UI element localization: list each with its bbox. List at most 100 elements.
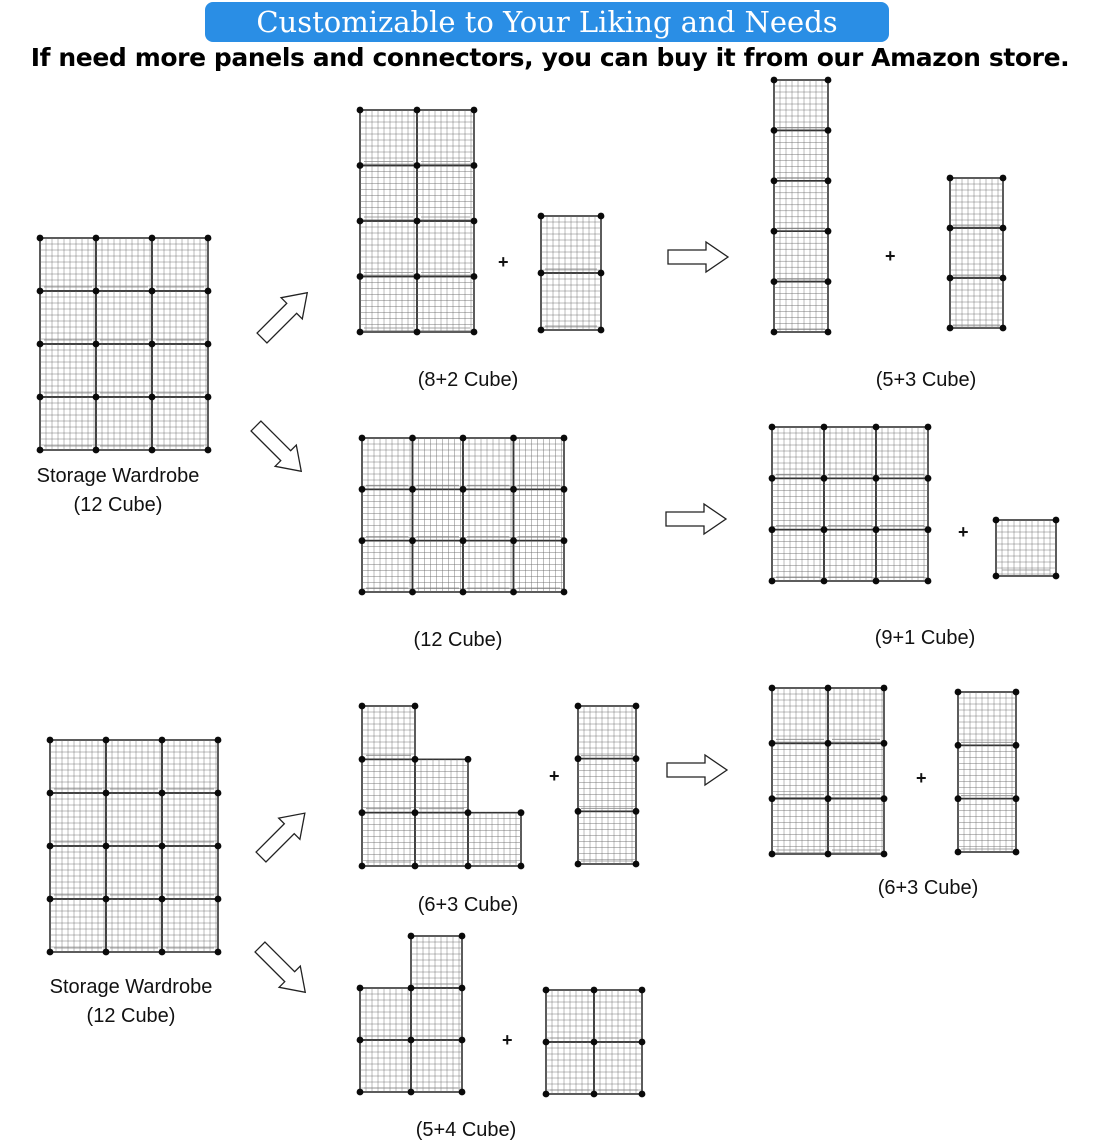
base-unit-label-2-line2: (12 Cube) — [86, 1005, 176, 1027]
base-unit-label-1-line2: (12 Cube) — [73, 494, 163, 516]
connector-node — [638, 1090, 646, 1098]
connector-node — [158, 895, 166, 903]
connector-node — [358, 537, 366, 545]
connector-node — [204, 234, 212, 242]
connector-node — [510, 537, 517, 545]
connector-node — [407, 1088, 415, 1096]
connector-node — [464, 809, 472, 817]
connector-node — [510, 485, 517, 493]
connector-node — [46, 736, 54, 744]
connector-node — [1052, 572, 1060, 580]
connector-node — [411, 702, 419, 710]
connector-node — [102, 842, 110, 850]
connector-node — [358, 862, 366, 870]
connector-node — [768, 474, 776, 482]
connector-node — [214, 736, 222, 744]
connector-node — [358, 434, 366, 442]
subtitle: If need more panels and connectors, you … — [30, 43, 1070, 72]
connector-node — [158, 842, 166, 850]
connector-node — [358, 809, 366, 817]
config-caption-9-1: (9+1 Cube) — [874, 627, 976, 649]
connector-node — [458, 1036, 466, 1044]
connector-node — [768, 423, 776, 431]
config-6-3-a-main — [358, 702, 525, 870]
connector-node — [1052, 516, 1060, 524]
connector-node — [954, 795, 962, 803]
connector-node — [409, 485, 416, 493]
connector-node — [46, 895, 54, 903]
connector-node — [356, 106, 364, 114]
config-9-1-extra — [992, 516, 1060, 580]
connector-node — [358, 485, 366, 493]
connector-node — [464, 755, 472, 763]
connector-node — [407, 984, 415, 992]
connector-node — [632, 807, 640, 815]
connector-node — [356, 328, 364, 336]
storage-wardrobe-12-top — [36, 234, 212, 454]
connector-node — [510, 588, 517, 596]
config-8-2-extra — [537, 212, 605, 334]
connector-node — [214, 948, 222, 956]
connector-node — [1012, 688, 1020, 696]
base-unit-label-1: Storage Wardrobe (12 Cube) — [18, 462, 218, 520]
connector-node — [770, 177, 778, 185]
connector-node — [597, 326, 605, 334]
connector-node — [459, 434, 467, 442]
connector-node — [946, 324, 954, 332]
connector-node — [470, 217, 478, 225]
connector-node — [517, 862, 525, 870]
config-12-wide — [358, 434, 568, 596]
connector-node — [824, 76, 832, 84]
connector-node — [102, 895, 110, 903]
connector-node — [537, 326, 545, 334]
connector-node — [632, 702, 640, 710]
connector-node — [824, 278, 832, 285]
connector-node — [102, 948, 110, 956]
connector-node — [36, 287, 44, 295]
connector-node — [46, 789, 54, 797]
config-8-2-main — [356, 106, 478, 336]
connector-node — [356, 162, 364, 169]
connector-node — [1012, 795, 1020, 803]
outline-arrow-icon — [254, 941, 307, 994]
connector-node — [946, 224, 954, 232]
connector-node — [946, 174, 954, 182]
connector-node — [999, 274, 1007, 282]
config-5-4-main — [356, 932, 466, 1096]
connector-node — [924, 526, 932, 534]
connector-node — [407, 1036, 415, 1044]
connector-node — [158, 789, 166, 797]
connector-node — [574, 755, 582, 763]
connector-node — [356, 1088, 364, 1096]
connector-node — [542, 1038, 550, 1046]
connector-node — [409, 537, 416, 545]
connector-node — [356, 1036, 364, 1044]
connector-node — [954, 741, 962, 749]
connector-node — [470, 328, 478, 336]
plus-sign: + — [502, 1030, 513, 1050]
connector-node — [148, 234, 156, 242]
connector-node — [411, 862, 419, 870]
plus-sign: + — [498, 252, 509, 272]
connector-node — [924, 474, 932, 482]
connector-node — [824, 684, 832, 692]
connector-node — [464, 862, 472, 870]
connector-node — [770, 328, 778, 336]
outline-arrow-icon — [256, 291, 309, 344]
outline-arrow-icon — [665, 502, 728, 536]
connector-node — [768, 739, 776, 747]
connector-node — [458, 932, 466, 940]
connector-node — [36, 393, 44, 401]
plus-sign: + — [916, 768, 927, 788]
connector-node — [999, 174, 1007, 182]
connector-node — [820, 423, 828, 431]
connector-node — [36, 340, 44, 348]
connector-node — [560, 434, 568, 442]
config-6-3-a-extra — [574, 702, 640, 868]
connector-node — [92, 393, 100, 401]
connector-node — [574, 702, 582, 710]
storage-wardrobe-12-bottom — [46, 736, 222, 956]
connector-node — [409, 434, 416, 442]
connector-node — [770, 126, 778, 134]
